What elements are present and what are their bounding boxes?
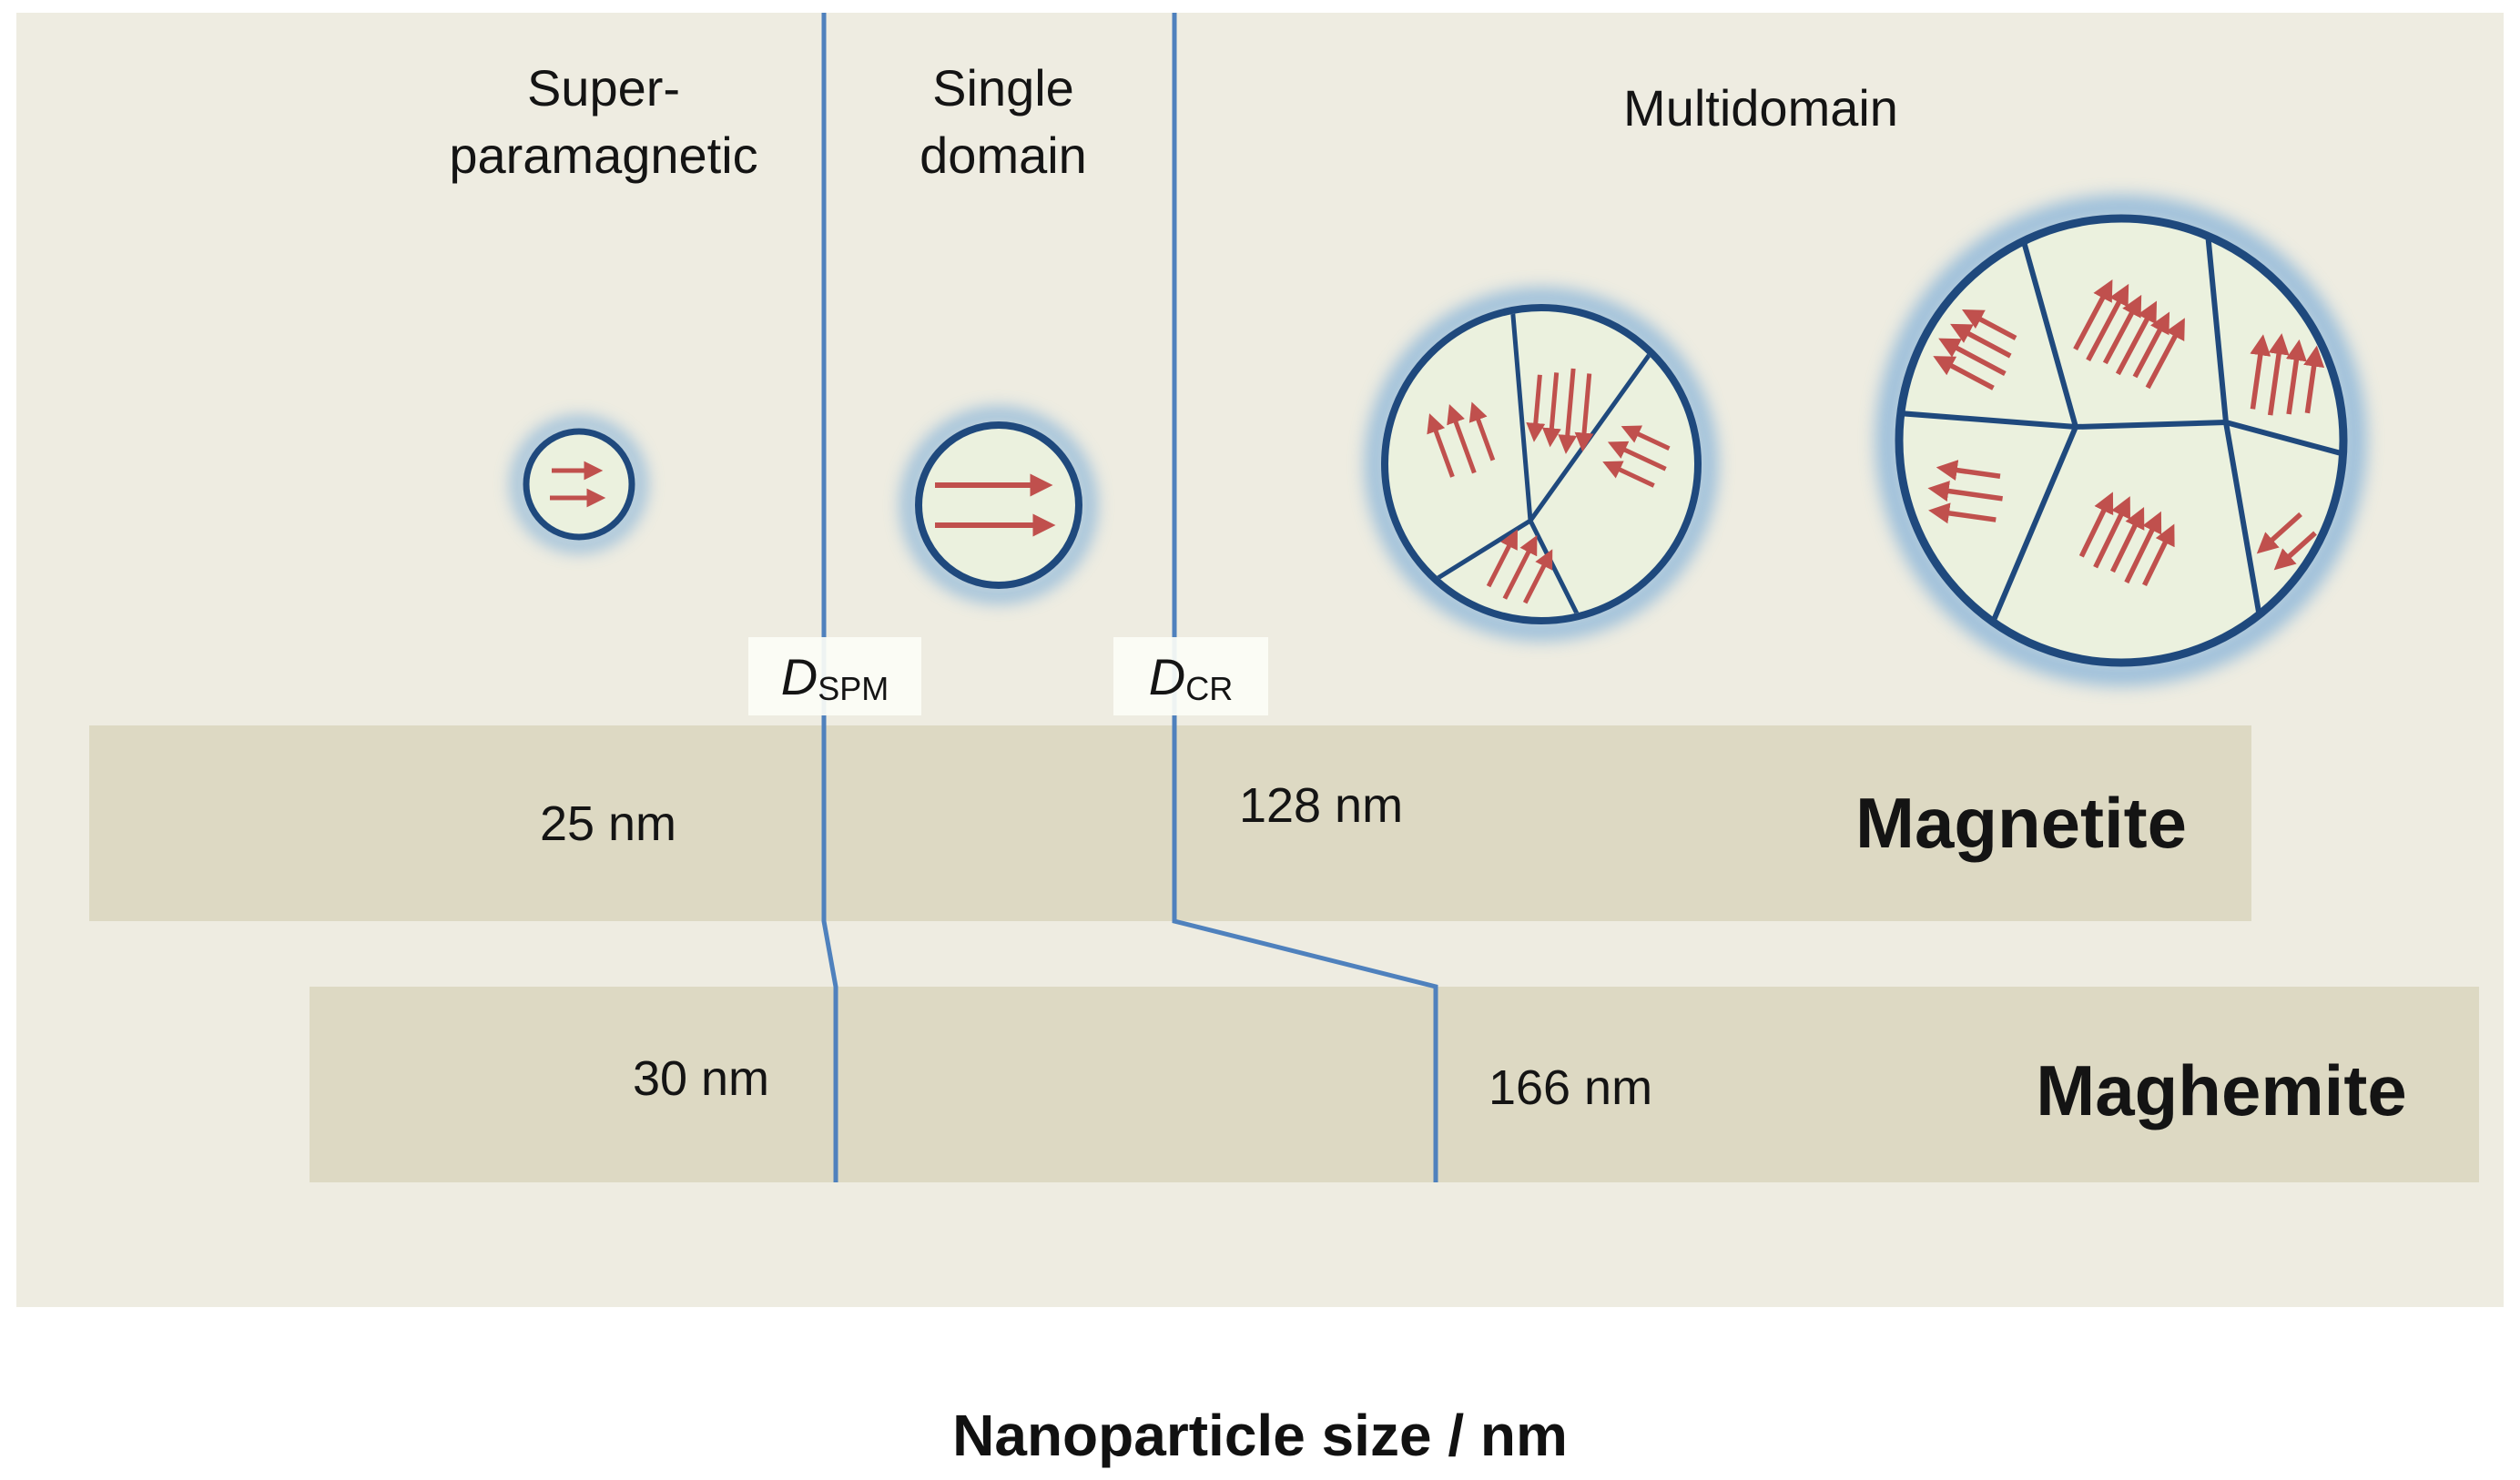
dspm-subscript: SPM — [818, 670, 889, 707]
region-label-superparamagnetic: Super- paramagnetic — [376, 55, 831, 189]
dcr-subscript: CR — [1185, 670, 1234, 707]
region-label-line: Single — [932, 59, 1074, 117]
dcr-symbol: D — [1148, 647, 1186, 705]
maghemite-name: Maghemite — [2036, 1050, 2407, 1130]
magnetite-name: Magnetite — [1854, 783, 2188, 863]
region-label-line: Super- — [526, 59, 681, 117]
dspm-symbol: D — [780, 647, 818, 705]
magnetite-dcr-value: 128 nm — [1238, 778, 1404, 833]
region-label-line: Multidomain — [1623, 79, 1898, 137]
region-label-line: paramagnetic — [449, 126, 758, 184]
magnetite-dspm-value: 25 nm — [539, 796, 677, 851]
region-label-multidomain: Multidomain — [1533, 75, 1988, 142]
region-label-line: domain — [920, 126, 1087, 184]
maghemite-dcr-value: 166 nm — [1488, 1060, 1653, 1115]
region-label-single-domain: Single domain — [821, 55, 1185, 189]
bar-magnetite — [89, 725, 2251, 921]
maghemite-dspm-value: 30 nm — [632, 1051, 770, 1106]
axis-title: Nanoparticle size / nm — [952, 1403, 1568, 1468]
